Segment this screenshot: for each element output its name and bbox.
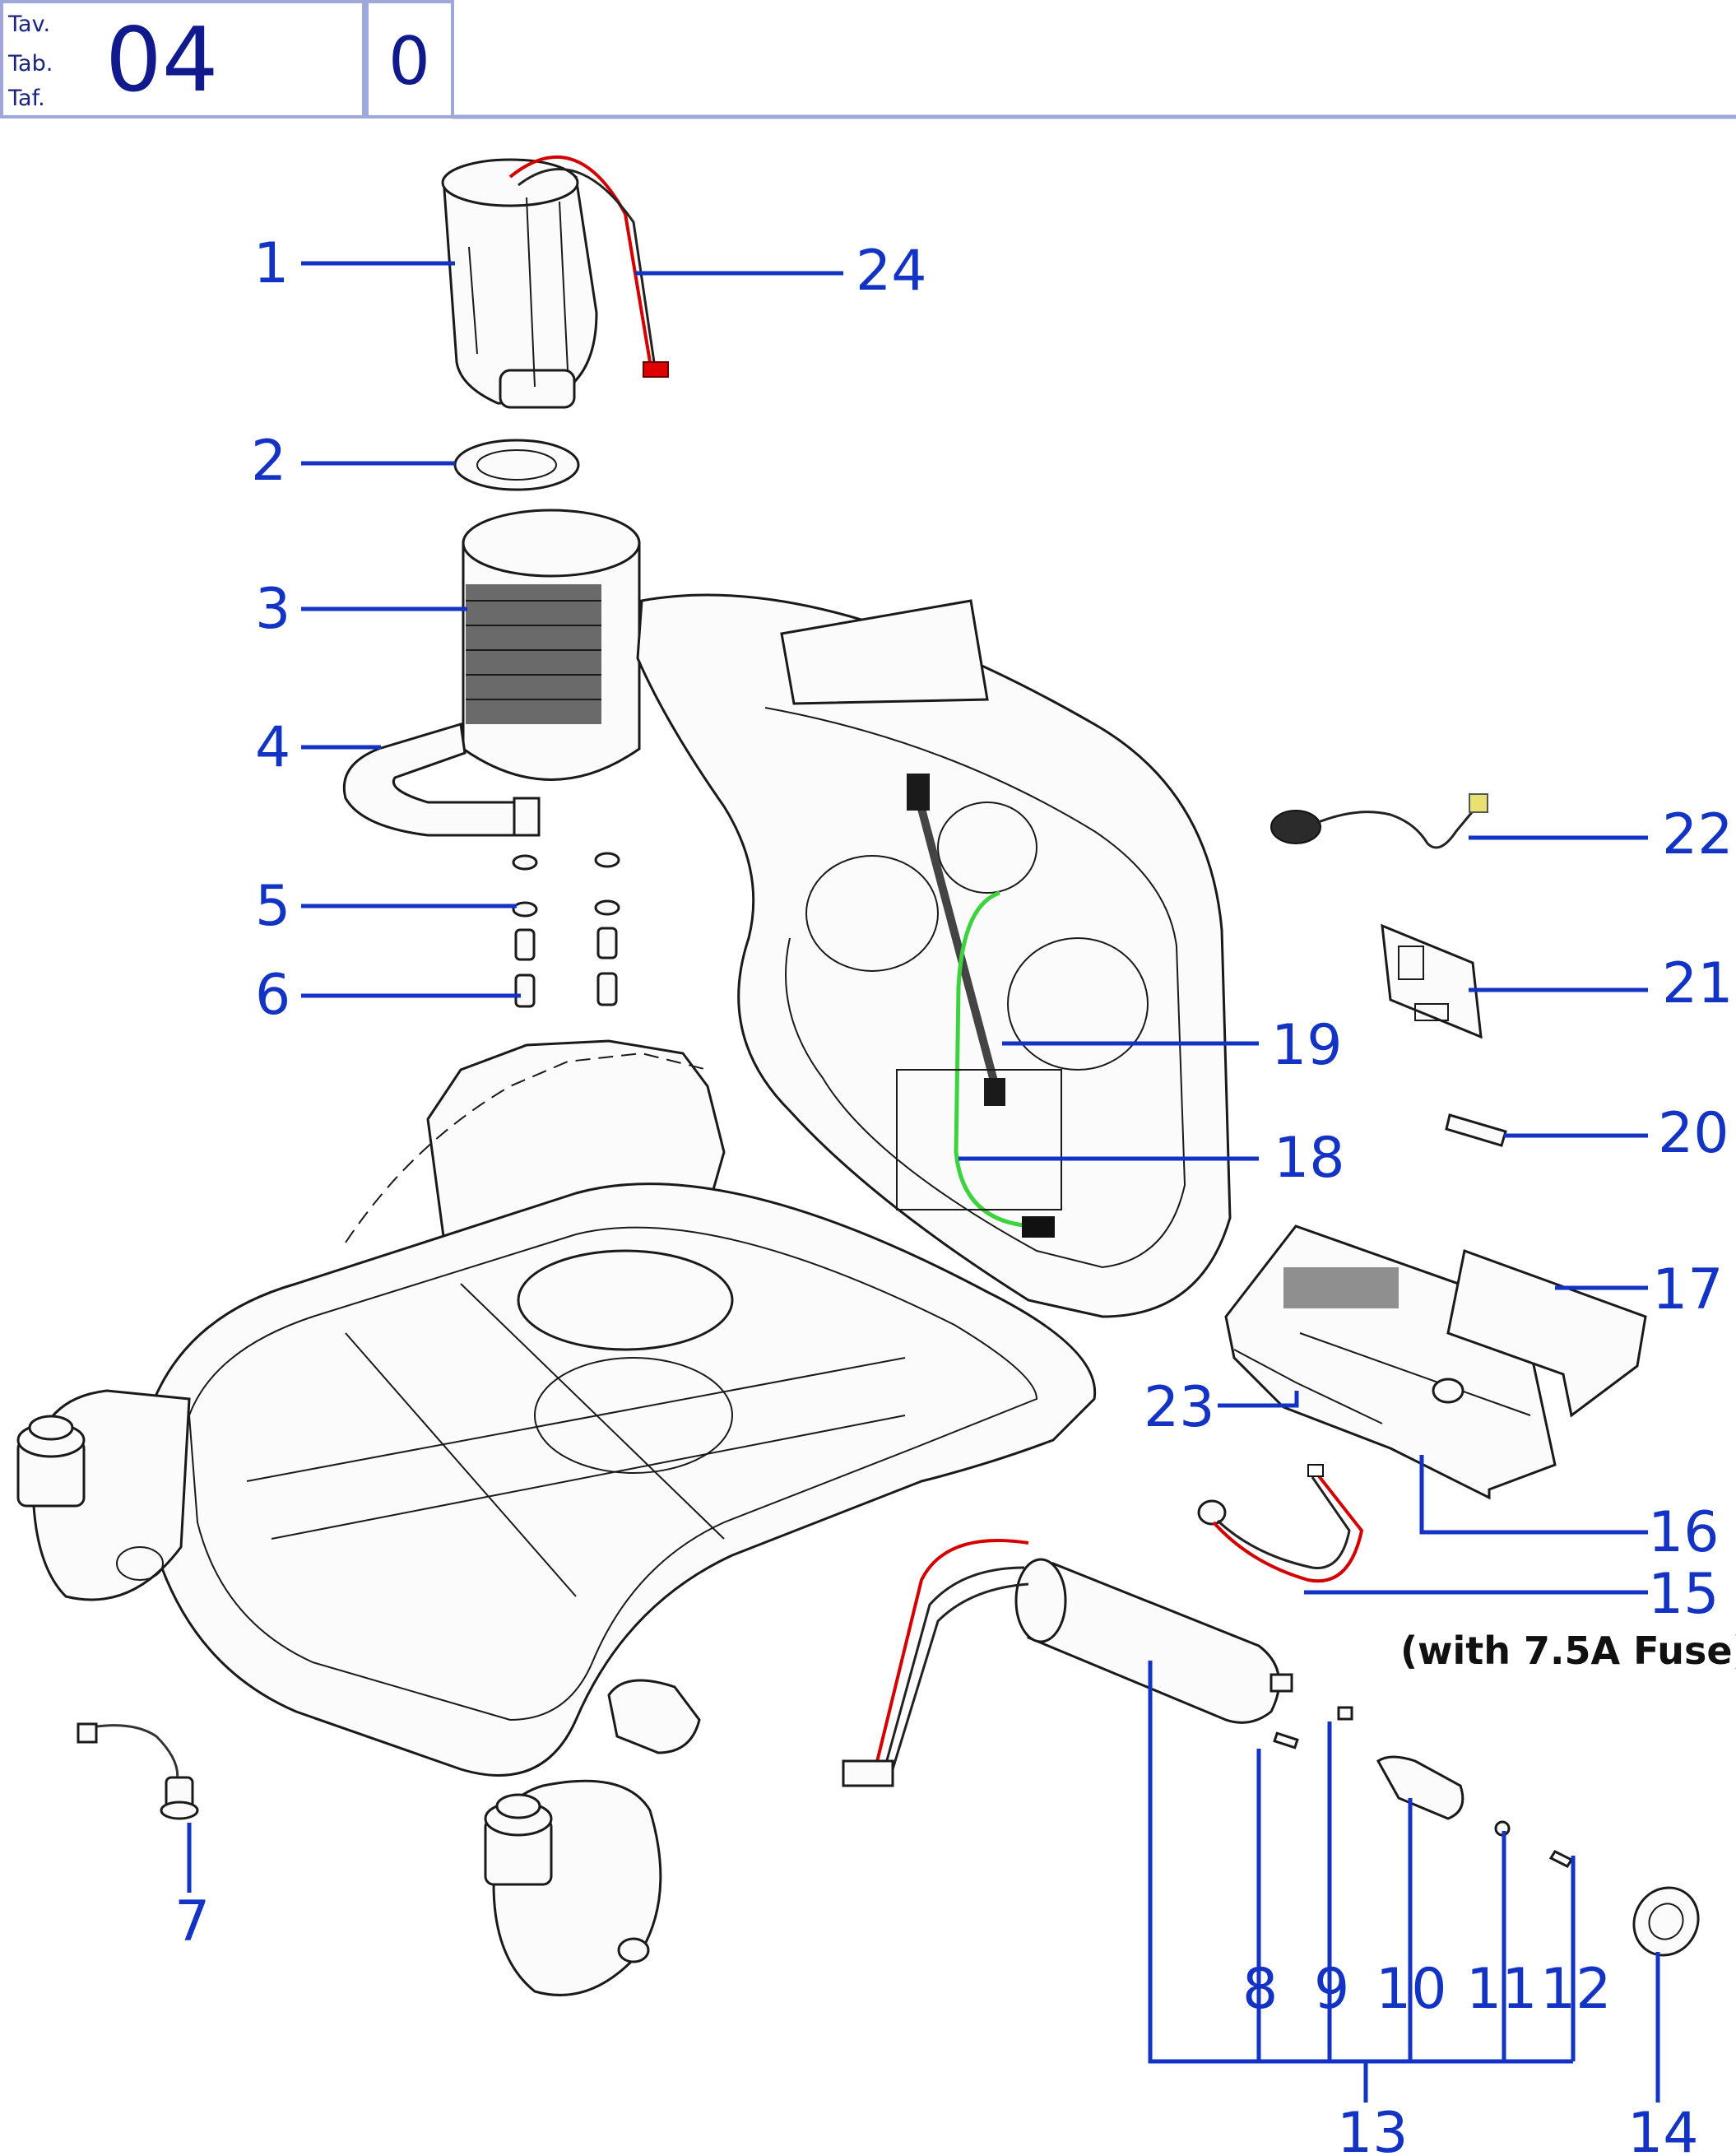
title-block: Tav. Tab. Taf. 04 0: [0, 0, 1736, 119]
main-board-part: [1224, 1224, 1647, 1500]
callout-18: 18: [1274, 1126, 1345, 1191]
callout-2: 2: [251, 429, 286, 494]
callout-8: 8: [1242, 1957, 1278, 2022]
strap-part: [342, 723, 541, 837]
title-label-tab: Tab.: [7, 51, 53, 77]
callout-23: 23: [1144, 1375, 1215, 1440]
callout-5: 5: [255, 874, 290, 939]
revision-number: 0: [388, 23, 430, 100]
table-number: 04: [105, 9, 218, 112]
callout-4: 4: [255, 715, 290, 780]
gasket-part: [453, 439, 580, 491]
ring-plate-part: [1632, 1886, 1700, 1957]
callout-14: 14: [1627, 2101, 1699, 2156]
chassis-part: [16, 1039, 1097, 1996]
fuse-note: (with 7.5A Fuse): [1400, 1629, 1736, 1673]
callout-7: 7: [174, 1889, 210, 1954]
callout-15: 15: [1648, 1562, 1720, 1627]
sensor-cable-part: [1270, 793, 1488, 849]
title-label-taf: Taf.: [7, 86, 45, 111]
washers-and-screws: [512, 852, 620, 1008]
motor-small-parts: [1273, 1706, 1574, 1868]
motor-part: [441, 156, 669, 409]
coil-cylinder-part: [462, 509, 641, 781]
small-harness-part: [77, 1722, 199, 1820]
callout-11: 11: [1466, 1957, 1538, 2022]
callout-3: 3: [255, 577, 290, 642]
callout-16: 16: [1648, 1500, 1720, 1565]
callout-21: 21: [1662, 951, 1734, 1016]
callout-13: 13: [1337, 2101, 1409, 2156]
title-label-tav: Tav.: [7, 12, 50, 37]
callout-24: 24: [856, 239, 927, 304]
callout-17: 17: [1652, 1257, 1724, 1322]
callout-9: 9: [1314, 1957, 1349, 2022]
open-lid-part: [636, 593, 1232, 1318]
callout-labels: 1 2 3 4 5 6 7 8 9 10 11 12 13 14 15 16 1…: [174, 231, 1736, 2156]
callout-22: 22: [1662, 802, 1734, 867]
part-illustrations: [16, 156, 1700, 1996]
leader-lines: [187, 261, 1660, 2103]
small-board-part: [1381, 923, 1483, 1039]
callout-1: 1: [253, 231, 289, 296]
callout-19: 19: [1271, 1013, 1343, 1078]
callout-20: 20: [1658, 1101, 1729, 1166]
fuse-harness-part: [1197, 1464, 1364, 1583]
drive-motor-part: [842, 1539, 1293, 1787]
small-plate-part: [1445, 1113, 1507, 1147]
callout-6: 6: [255, 963, 290, 1028]
callout-12: 12: [1540, 1957, 1612, 2022]
callout-10: 10: [1376, 1957, 1447, 2022]
